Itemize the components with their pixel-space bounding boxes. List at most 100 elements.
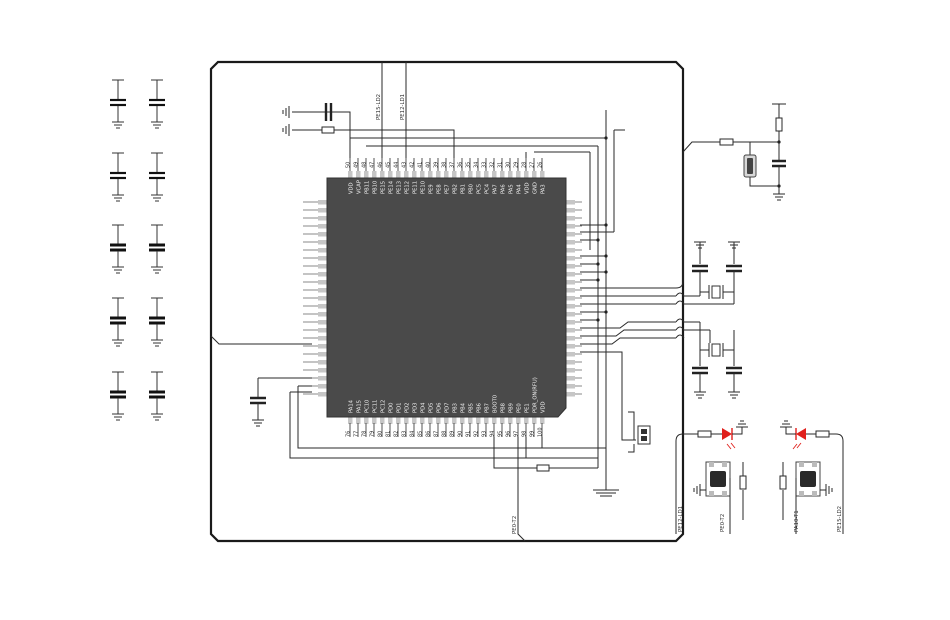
decoupling-capacitor <box>110 79 126 129</box>
pin-pad <box>476 417 481 424</box>
pin-pad <box>566 328 575 333</box>
pin-pad <box>452 417 457 424</box>
pin-label: PA4 <box>517 184 523 194</box>
pin-pad <box>492 171 497 178</box>
mcu-bottom-pin-numbers: 76 77 78 79 80 81 82 83 84 85 86 87 88 8… <box>346 427 544 437</box>
pin-label: PD1 <box>397 403 403 413</box>
pin-pad <box>566 344 575 349</box>
right-traces <box>580 110 734 490</box>
pin-pad <box>318 392 327 397</box>
mcu-top-pin-labels: VDD VCAP PB11 PB10 PE15 PE14 PE13 PE12 P… <box>349 180 547 194</box>
pin-label: BOOT0 <box>493 395 499 413</box>
decoupling-capacitor <box>110 371 126 421</box>
pin-number: 29 <box>514 162 520 168</box>
pin-number: 85 <box>418 431 424 437</box>
led-red <box>796 428 806 440</box>
pin-number: 28 <box>522 162 528 168</box>
ground-symbol <box>694 241 706 249</box>
push-button-cap <box>710 471 726 487</box>
pin-label: PE11 <box>413 181 419 194</box>
led-button-group-2 <box>779 420 844 534</box>
ground-symbol <box>773 166 785 201</box>
resistor <box>321 126 335 134</box>
mcu-chip: VDD VCAP PB11 PB10 PE15 PE14 PE13 PE12 P… <box>303 162 582 437</box>
pin-number: 31 <box>498 162 504 168</box>
pin-pad <box>364 171 369 178</box>
ground-symbol <box>252 403 264 427</box>
pin-number: 49 <box>354 162 360 168</box>
pin-pad <box>444 417 449 424</box>
pin-pad <box>318 280 327 285</box>
pin-pad <box>372 417 377 424</box>
pin-number: 40 <box>426 162 432 168</box>
pin-pad <box>566 224 575 229</box>
pin-pad <box>492 417 497 424</box>
pin-label: PE7 <box>445 184 451 194</box>
pin-number: 26 <box>538 162 544 168</box>
pin-label: PB6 <box>477 403 483 413</box>
pin-pad <box>540 417 545 424</box>
pin-pad <box>318 256 327 261</box>
ground-symbol <box>694 373 706 399</box>
pin-number: 35 <box>466 162 472 168</box>
pin-label: VDD <box>541 401 547 413</box>
pin-pad <box>396 417 401 424</box>
pin-number: 30 <box>506 162 512 168</box>
decoupling-capacitor <box>110 297 126 347</box>
pin-number: 99 <box>530 431 536 437</box>
pin-label: PB0 <box>469 184 475 194</box>
pin-pad <box>318 312 327 317</box>
pin-number: 43 <box>402 162 408 168</box>
pin-pad <box>468 417 473 424</box>
pin-label: PA14 <box>349 399 355 413</box>
pin-pad <box>566 248 575 253</box>
bottom-traces <box>493 437 598 542</box>
pin-pad <box>318 224 327 229</box>
crystal-x2 <box>692 322 742 399</box>
decoupling-capacitor <box>110 152 126 202</box>
net-label-pe12-ld1-right: PE12-LD1 <box>678 506 684 532</box>
pin-label: PB2 <box>453 184 459 194</box>
mcu-body <box>326 177 567 418</box>
jumper-connector <box>628 411 651 453</box>
pin-number: 86 <box>426 431 432 437</box>
pin-number: 46 <box>378 162 384 168</box>
pin-pad <box>566 368 575 373</box>
pin-pad <box>388 417 393 424</box>
net-label-pe0-t2: PE0-T2 <box>512 516 518 534</box>
crystal-x1 <box>692 241 742 304</box>
pin-number: 77 <box>354 431 360 437</box>
crystal <box>711 285 721 299</box>
pin-label: PD3 <box>413 403 419 413</box>
pin-label: PB3 <box>453 403 459 413</box>
pin-pad <box>396 171 401 178</box>
pin-pad <box>524 171 529 178</box>
pin-pad <box>348 417 353 424</box>
pin-number: 98 <box>522 431 528 437</box>
pin-pad <box>412 417 417 424</box>
mcu-bottom-pin-labels: PA14 PA15 PC10 PC11 PC12 PD0 PD1 PD2 PD3… <box>349 377 547 413</box>
pin-label: PB11 <box>365 181 371 194</box>
pin-pad <box>566 296 575 301</box>
pin-label: GND <box>533 182 539 194</box>
pin-label: PB7 <box>485 403 491 413</box>
ground-symbol <box>282 124 290 136</box>
pin-pad <box>412 171 417 178</box>
resistor <box>779 475 787 490</box>
pin-label: PB8 <box>501 403 507 413</box>
pin-pad <box>428 417 433 424</box>
pin-pad <box>444 171 449 178</box>
pin-number: 96 <box>506 431 512 437</box>
ground-symbol <box>728 373 740 399</box>
pin-label: PC12 <box>381 400 387 413</box>
pin-pad <box>566 360 575 365</box>
crystal-core <box>747 158 753 174</box>
pin-label: PA7 <box>493 184 499 194</box>
pin-pad <box>566 304 575 309</box>
pin-label: PD4 <box>421 402 427 413</box>
pin-pad <box>500 171 505 178</box>
net-label-pe15-ld2: PE15-LD2 <box>376 94 382 120</box>
mcu-top-leads <box>349 158 543 171</box>
pin-pad <box>318 200 327 205</box>
